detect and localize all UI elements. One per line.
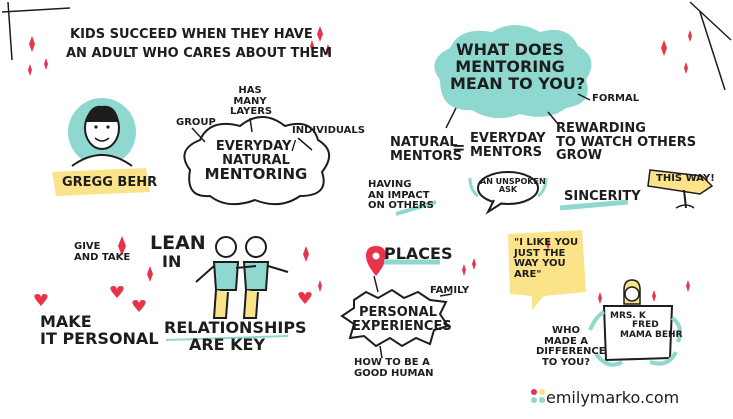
- speech-bubble: [477, 171, 539, 205]
- mentoring-cloud: [183, 116, 330, 206]
- brand-dots-icon: [531, 389, 545, 403]
- header-line-1: Kids succeed when they have: [70, 27, 313, 42]
- connector-line: [249, 117, 253, 133]
- connector-line: [439, 293, 453, 297]
- burst-shape: [340, 288, 450, 348]
- label-personal-experiences: Personal experiences: [352, 305, 452, 334]
- connector-line: [297, 137, 313, 151]
- label-lean-in: Lean in: [150, 232, 206, 271]
- highlight-stroke: [395, 200, 437, 216]
- label-individuals: Individuals: [292, 125, 365, 136]
- label-family: Family: [430, 285, 470, 296]
- sparkle-decorations: [28, 26, 692, 312]
- label-everyday-mentors: Everyday mentors: [470, 131, 546, 160]
- highlight-stroke: [165, 335, 289, 341]
- signpost-illustration: [647, 169, 714, 209]
- question-text: What does mentoring mean to you?: [450, 40, 586, 93]
- brand-logo[interactable]: emilymarko.com: [546, 388, 680, 407]
- label-rewarding: Rewarding to watch others grow: [556, 121, 697, 164]
- connector-line: [547, 111, 559, 125]
- location-pin-icon: [366, 246, 386, 276]
- label-having-impact: Having an impact on others: [368, 179, 434, 211]
- equals-sign: =: [452, 138, 466, 157]
- quote-box: [508, 230, 586, 310]
- label-make-personal: Make it personal: [40, 312, 159, 348]
- connector-line: [445, 107, 457, 129]
- cloud-main-text: Everyday/ Natural Mentoring: [204, 139, 308, 184]
- label-this-way: This way!: [656, 173, 715, 184]
- portrait-illustration: [68, 98, 136, 167]
- question-cloud: [434, 25, 592, 119]
- label-give-take: Give and take: [74, 241, 131, 263]
- label-group: Group: [176, 117, 216, 128]
- name-banner: [52, 168, 150, 196]
- corner-line: [1, 7, 71, 13]
- label-unspoken-ask: An unspoken ask: [480, 177, 546, 195]
- sign-text: Mrs. K Fred Mama Behr: [610, 311, 683, 340]
- label-formal: Formal: [592, 93, 640, 104]
- label-has-many-layers: Has many layers: [230, 85, 273, 117]
- label-good-human: How to be a good human: [354, 357, 434, 379]
- speaker-name: Gregg Behr: [62, 175, 158, 190]
- connector-line: [373, 275, 379, 293]
- highlight-stroke: [559, 199, 629, 211]
- two-people-illustration: [195, 236, 289, 319]
- corner-line: [689, 1, 732, 41]
- corner-line: [699, 11, 726, 91]
- header-line-2: an adult who cares about them: [66, 46, 333, 61]
- label-who-made-difference: Who made a difference to you?: [536, 325, 606, 368]
- quote-text: "I like you just the way you are": [514, 237, 579, 280]
- connector-line: [577, 93, 591, 101]
- speech-bubble-tail: [485, 199, 503, 215]
- label-relationships: Relationships are key: [164, 318, 307, 354]
- connector-line: [191, 127, 206, 143]
- label-natural-mentors: Natural mentors: [390, 135, 462, 164]
- connector-line: [379, 345, 383, 359]
- label-sincerity: Sincerity: [564, 189, 641, 204]
- girl-with-sign-illustration: [588, 279, 682, 367]
- label-places: Places: [384, 244, 453, 263]
